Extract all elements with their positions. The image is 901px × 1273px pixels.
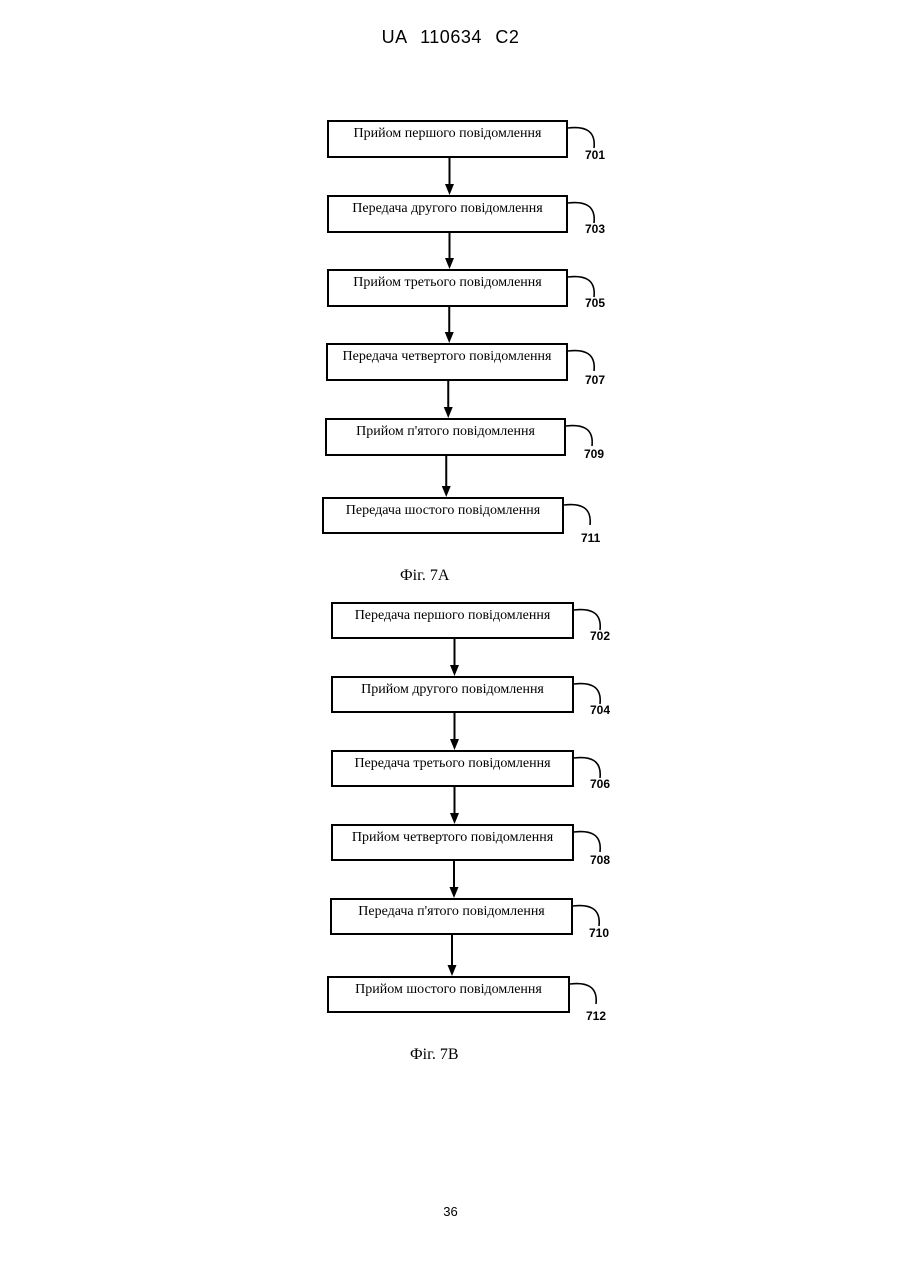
- flow-arrow-head: [450, 813, 459, 824]
- step-box-708: Прийом четвертого повідомлення: [331, 824, 574, 861]
- step-label: Передача першого повідомлення: [333, 604, 572, 624]
- step-box-705: Прийом третього повідомлення: [327, 269, 568, 307]
- step-box-701: Прийом першого повідомлення: [327, 120, 568, 158]
- step-box-704: Прийом другого повідомлення: [331, 676, 574, 713]
- flow-arrow-head: [445, 258, 454, 269]
- ref-leader-line: [566, 426, 592, 446]
- step-box-707: Передача четвертого повідомлення: [326, 343, 568, 381]
- ref-leader-line: [568, 128, 594, 148]
- ref-leader-line: [574, 610, 600, 630]
- step-label: Прийом четвертого повідомлення: [333, 826, 572, 846]
- figure-caption-7b: Фіг. 7В: [410, 1046, 459, 1064]
- ref-leader-line: [574, 758, 600, 778]
- step-label: Прийом п'ятого повідомлення: [327, 420, 564, 440]
- ref-number-711: 711: [581, 531, 600, 545]
- step-label: Передача шостого повідомлення: [324, 499, 562, 519]
- flow-arrow-head: [442, 486, 451, 497]
- flow-arrow-head: [445, 184, 454, 195]
- step-box-703: Передача другого повідомлення: [327, 195, 568, 233]
- step-label: Прийом шостого повідомлення: [329, 978, 568, 998]
- page-number: 36: [0, 1204, 901, 1219]
- step-label: Передача четвертого повідомлення: [328, 345, 566, 365]
- step-label: Прийом другого повідомлення: [333, 678, 572, 698]
- figure-caption-7a: Фіг. 7А: [400, 567, 449, 585]
- ref-leader-line: [568, 277, 594, 297]
- ref-leader-line: [573, 906, 599, 926]
- ref-number-712: 712: [586, 1009, 606, 1023]
- ref-leader-line: [568, 203, 594, 223]
- ref-number-705: 705: [585, 296, 605, 310]
- ref-number-701: 701: [585, 148, 605, 162]
- step-label: Прийом першого повідомлення: [329, 122, 566, 142]
- step-box-706: Передача третього повідомлення: [331, 750, 574, 787]
- step-label: Передача п'ятого повідомлення: [332, 900, 571, 920]
- ref-number-702: 702: [590, 629, 610, 643]
- ref-leader-line: [564, 505, 590, 525]
- flow-arrow-head: [444, 407, 453, 418]
- ref-leader-line: [568, 351, 594, 371]
- ref-number-704: 704: [590, 703, 610, 717]
- step-label: Передача другого повідомлення: [329, 197, 566, 217]
- ref-number-708: 708: [590, 853, 610, 867]
- flow-arrow-head: [450, 665, 459, 676]
- ref-number-707: 707: [585, 373, 605, 387]
- ref-number-703: 703: [585, 222, 605, 236]
- flow-arrow-head: [450, 739, 459, 750]
- ref-leader-line: [574, 832, 600, 852]
- step-box-711: Передача шостого повідомлення: [322, 497, 564, 534]
- ref-number-710: 710: [589, 926, 609, 940]
- ref-number-709: 709: [584, 447, 604, 461]
- flow-arrow-head: [445, 332, 454, 343]
- step-box-712: Прийом шостого повідомлення: [327, 976, 570, 1013]
- ref-number-706: 706: [590, 777, 610, 791]
- step-label: Прийом третього повідомлення: [329, 271, 566, 291]
- flow-arrow-head: [450, 887, 459, 898]
- step-label: Передача третього повідомлення: [333, 752, 572, 772]
- step-box-702: Передача першого повідомлення: [331, 602, 574, 639]
- ref-leader-line: [574, 684, 600, 704]
- step-box-710: Передача п'ятого повідомлення: [330, 898, 573, 935]
- flow-arrow-head: [448, 965, 457, 976]
- step-box-709: Прийом п'ятого повідомлення: [325, 418, 566, 456]
- ref-leader-line: [570, 984, 596, 1004]
